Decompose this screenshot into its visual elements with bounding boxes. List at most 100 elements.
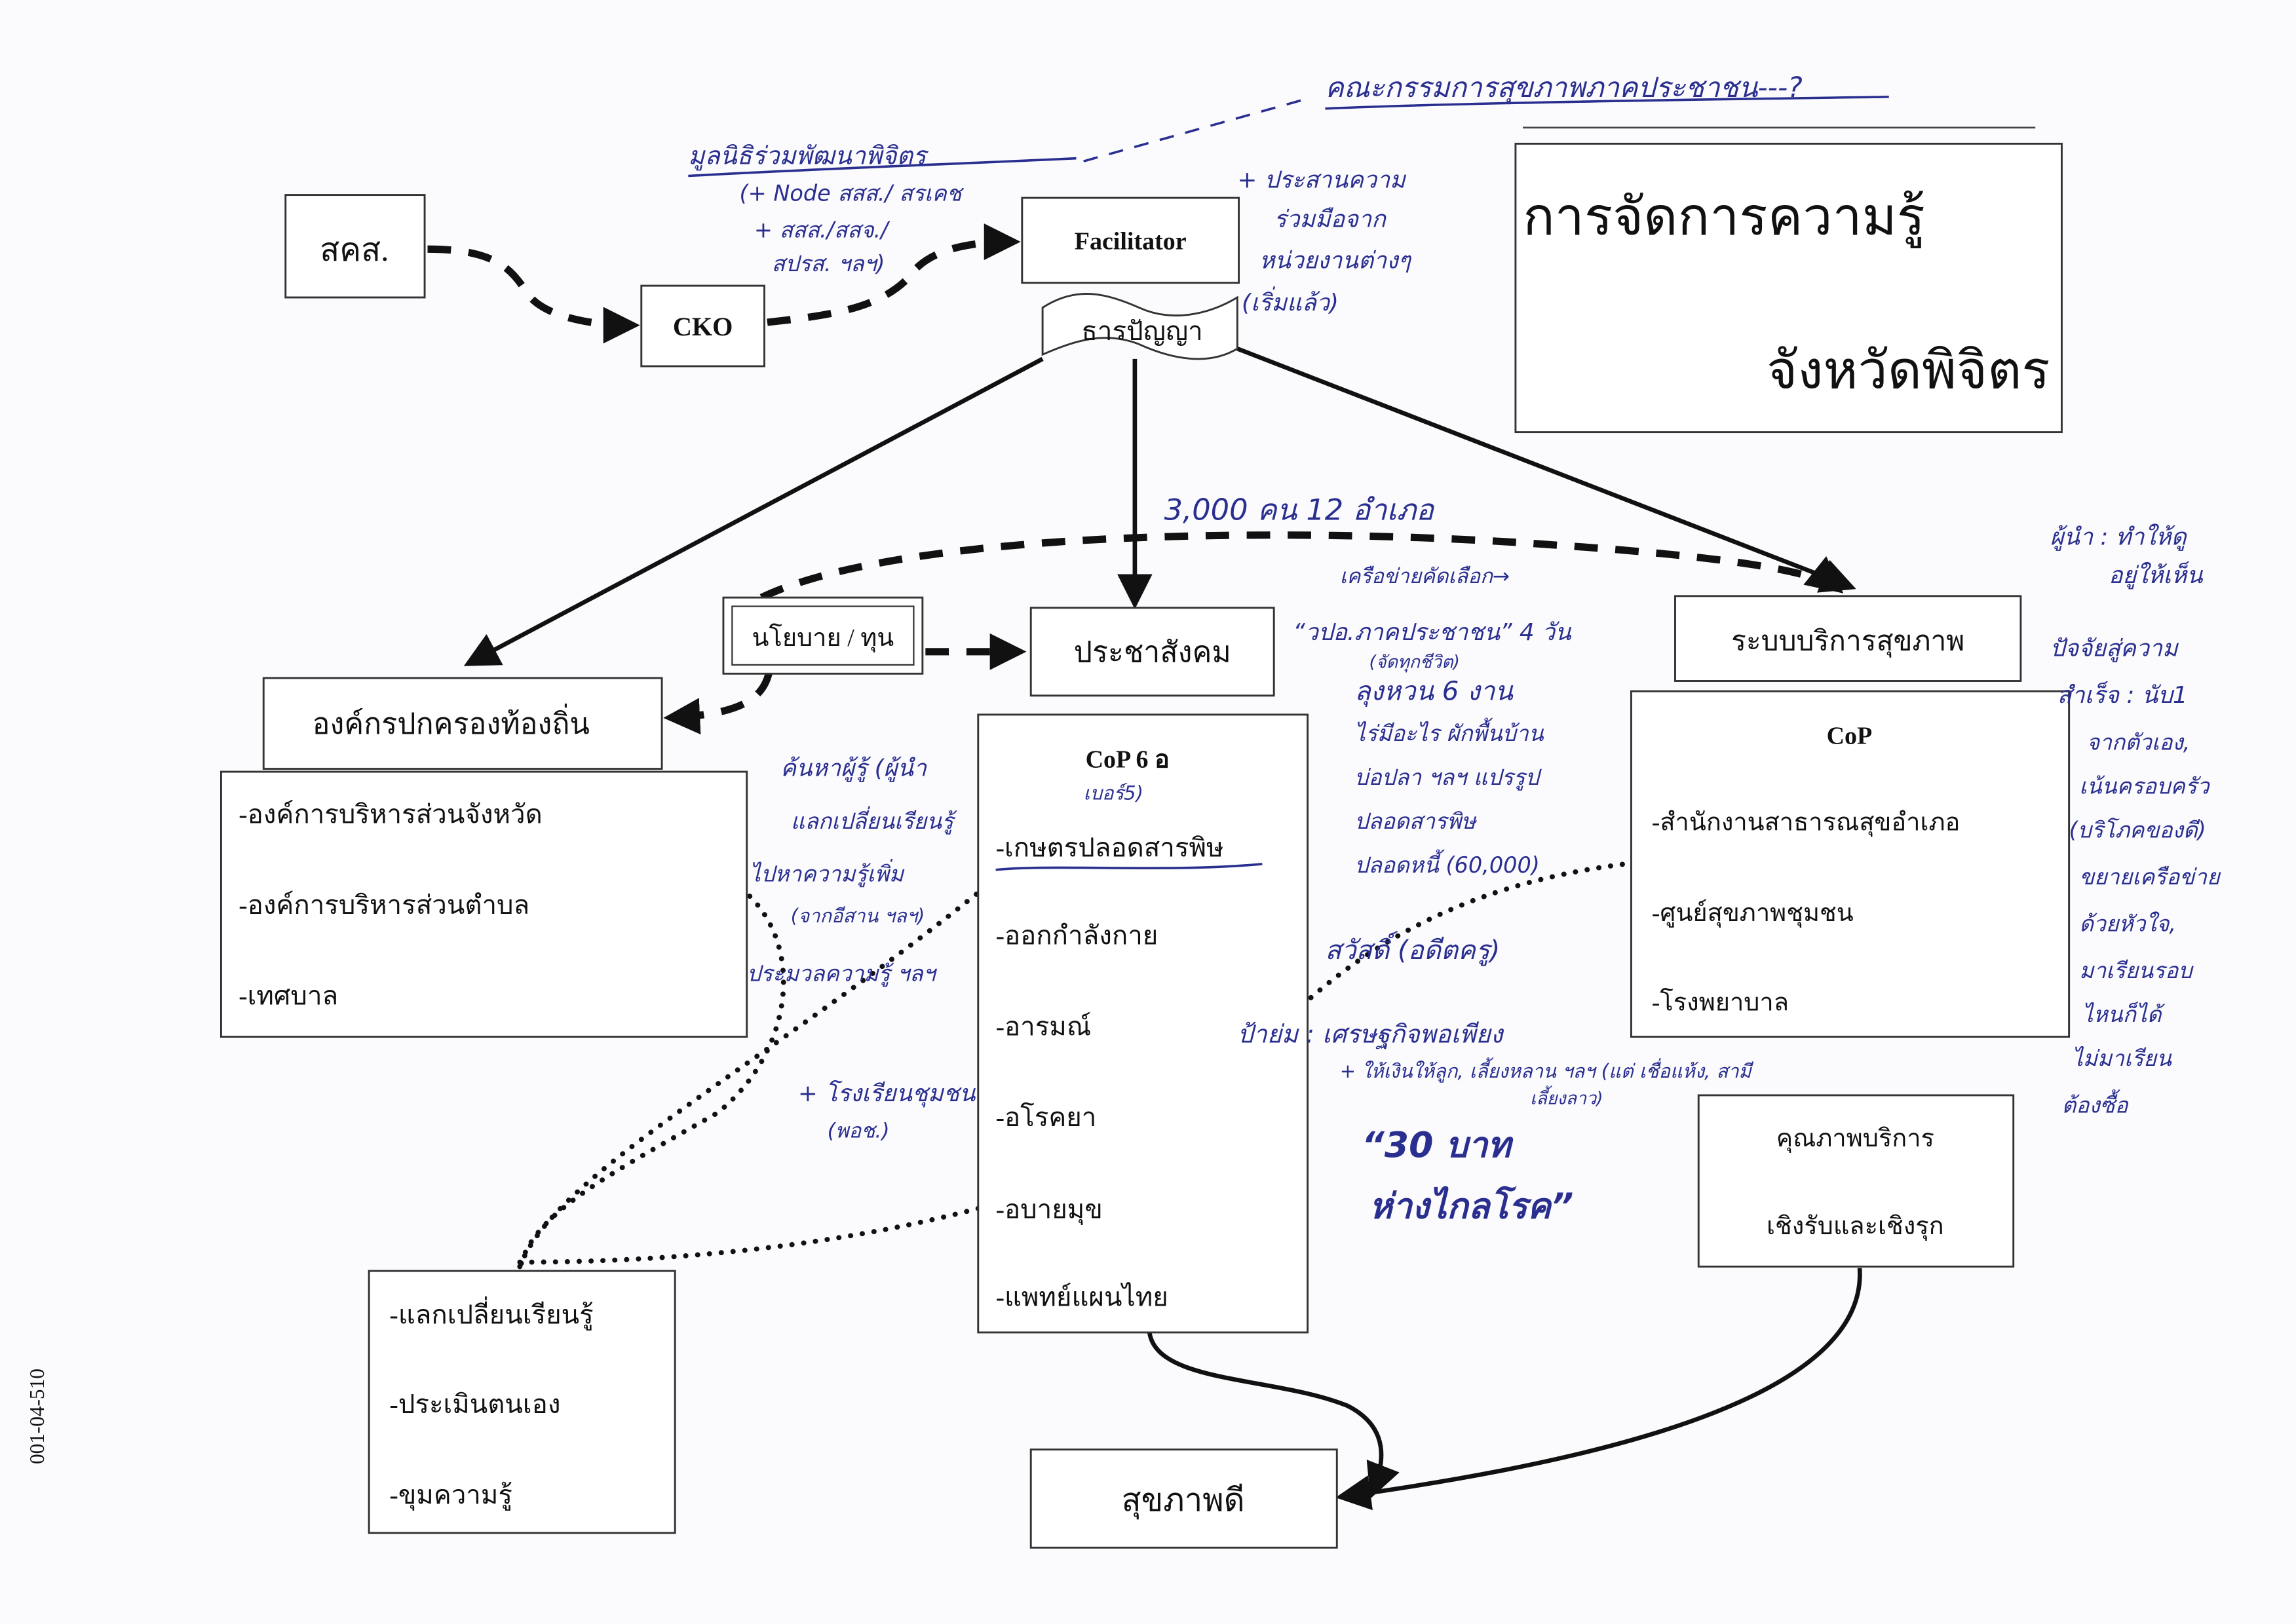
- node-tharnpanya-label: ธารปัญญา: [1081, 316, 1202, 346]
- node-policy-fund: นโยบาย / ทุน: [722, 596, 924, 675]
- list-item: -องค์การบริหารส่วนจังหวัด: [239, 799, 543, 829]
- note-uncle: ลุงหวน 6 งาน: [1354, 677, 1514, 708]
- arrow-policy-localgov: [663, 672, 773, 735]
- cop-health-box: CoP -สำนักงานสาธารณสุขอำเภอ -ศูนย์สุขภาพ…: [1630, 690, 2071, 1038]
- cop6-box: CoP 6 อ -เกษตรปลอดสารพิษ -ออกกำลังกาย -อ…: [977, 713, 1309, 1334]
- note-success-7: ด้วยหัวใจ,: [2079, 911, 2176, 937]
- list-item: -โรงพยาบาล: [1652, 987, 1789, 1016]
- node-civil-society-label: ประชาสังคม: [1074, 635, 1231, 668]
- list-item: -แลกเปลี่ยนเรียนรู้: [389, 1296, 593, 1331]
- node-good-health: สุขภาพดี: [1029, 1448, 1338, 1549]
- list-item: -ประเมินตนเอง: [389, 1389, 560, 1419]
- arrow-cop-goodhealth: [1147, 1332, 1400, 1499]
- note-course: “วปอ.ภาคประชาชน” 4 วัน: [1293, 619, 1572, 646]
- note-success-9: ไหนก็ได้: [2082, 1002, 2166, 1027]
- arrow-quality-goodhealth: [1335, 1268, 1862, 1511]
- note-uncle-2: ไร่มีอะไร ผักพื้นบ้าน: [1354, 717, 1544, 746]
- note-success-11: ต้องซื้อ: [2061, 1089, 2129, 1118]
- arrow-cko-facilitator: [767, 223, 1021, 326]
- note-school: + โรงเรียนชุมชน: [798, 1080, 976, 1108]
- note-seek: ไปหาความรู้เพิ่ม: [750, 859, 905, 888]
- note-success-8: มาเรียนรอบ: [2079, 958, 2194, 983]
- list-item: -สำนักงานสาธารณสุขอำเภอ: [1652, 808, 1961, 837]
- node-facilitator: Facilitator: [1021, 197, 1240, 284]
- note-exchange: แลกเปลี่ยนเรียนรู้: [791, 806, 957, 835]
- list-item: -อโรคยา: [996, 1103, 1097, 1132]
- note-coop-2: ร่วมมือจาก: [1274, 206, 1387, 233]
- node-health-service-label: ระบบบริการสุขภาพ: [1731, 626, 1964, 658]
- note-foundation-4: สปรส. ฯลฯ): [772, 251, 885, 276]
- list-item: -อารมณ์: [996, 1011, 1092, 1041]
- node-good-health-label: สุขภาพดี: [1122, 1482, 1245, 1520]
- note-success-6: ขยายเครือข่าย: [2079, 864, 2221, 890]
- note-seek-2: (จากอีสาน ฯลฯ): [791, 905, 925, 927]
- note-uncle-5: ปลอดหนี้ (60,000): [1354, 849, 1540, 878]
- note-slogan-2: ห่างไกลโรค”: [1369, 1186, 1573, 1227]
- service-quality-line2: เชิงรับและเชิงรุก: [1767, 1213, 1944, 1241]
- note-success: ปัจจัยสู่ความ: [2050, 635, 2179, 663]
- handwritten-notes: คณะกรรมการสุขภาพภาคประชาชน---? มูลนิธิร่…: [688, 72, 2221, 1227]
- note-leader-2: อยู่ให้เห็น: [2109, 561, 2204, 590]
- list-item: -ขุมความรู้: [389, 1480, 512, 1511]
- list-item: -ศูนย์สุขภาพชุมชน: [1652, 899, 1854, 928]
- title-box: การจัดการความรู้ จังหวัดพิจิตร: [1514, 126, 2063, 434]
- list-item: -เกษตรปลอดสารพิษ: [996, 833, 1224, 863]
- note-coop-4: (เริ่มแล้ว): [1242, 286, 1339, 316]
- note-leader: ผู้นำ : ทำให้ดู: [2050, 523, 2188, 552]
- side-code: 001-04-510: [26, 1369, 48, 1464]
- list-item: -แพทย์แผนไทย: [996, 1283, 1168, 1312]
- node-civil-society: ประชาสังคม: [1029, 607, 1275, 697]
- note-uncle-4: ปลอดสารพิษ: [1354, 808, 1477, 834]
- service-quality-box: คุณภาพบริการ เชิงรับและเชิงรุก: [1697, 1094, 2015, 1268]
- note-sawat: สวัสดิ์ (อดีตครู): [1325, 931, 1500, 966]
- note-search: ค้นหาผู้รู้ (ผู้นำ: [780, 755, 927, 783]
- note-success-10: ไม่มาเรียน: [2072, 1046, 2172, 1071]
- title-line1: การจัดการความรู้: [1523, 188, 1925, 248]
- title-line2: จังหวัดพิจิตร: [1767, 342, 2050, 400]
- note-success-4: เน้นครอบครัว: [2079, 774, 2211, 799]
- node-local-gov: องค์กรปกครองท้องถิ่น: [262, 677, 663, 770]
- note-foundation-3: + สสส./สสจ./: [754, 217, 890, 242]
- arrow-skas-cko: [427, 245, 640, 344]
- note-coop-1: + ประสานความ: [1237, 166, 1407, 193]
- note-uncle-3: บ่อปลา ฯลฯ แปรรูป: [1354, 765, 1542, 791]
- list-item: -องค์การบริหารส่วนตำบล: [239, 890, 529, 920]
- note-payom-3: เลี้ยงลาว): [1530, 1085, 1603, 1108]
- arrow-policy-health: [759, 531, 1844, 601]
- note-network: เครือข่ายคัดเลือก→: [1340, 565, 1510, 588]
- node-policy-fund-label: นโยบาย / ทุน: [752, 623, 894, 652]
- node-cko-label: CKO: [673, 312, 733, 341]
- note-search-2: เบอร์5): [1084, 782, 1143, 804]
- note-people: 3,000 คน 12 อำเภอ: [1164, 493, 1436, 527]
- note-foundation-2: (+ Node สสส./ สรเคช: [740, 181, 965, 206]
- node-facilitator-label: Facilitator: [1075, 227, 1187, 255]
- node-local-gov-label: องค์กรปกครองท้องถิ่น: [313, 704, 590, 740]
- dotted-link-1: [517, 894, 786, 1274]
- note-compile: ประมวลความรู้ ฯลฯ: [747, 961, 938, 987]
- node-tharnpanya: ธารปัญญา: [1041, 293, 1238, 360]
- node-skas-label: สคส.: [320, 232, 389, 268]
- note-coop-3: หน่วยงานต่างๆ: [1259, 247, 1412, 274]
- note-payom-2: + ให้เงินให้ลูก, เลี้ยงหลาน ฯลฯ (แต่ เชื…: [1340, 1057, 1754, 1083]
- service-quality-line1: คุณภาพบริการ: [1776, 1125, 1934, 1153]
- cop6-title: CoP 6 อ: [1086, 746, 1170, 773]
- note-success-3: จากตัวเอง,: [2086, 730, 2190, 755]
- note-slogan: “30 บาท: [1362, 1124, 1514, 1165]
- note-school-2: (พอช.): [828, 1120, 890, 1143]
- arrow-tharn-localgov: [463, 356, 1044, 666]
- list-item: -เทศบาล: [239, 981, 338, 1010]
- cop-health-title: CoP: [1827, 723, 1873, 750]
- node-health-service: ระบบบริการสุขภาพ: [1674, 595, 2022, 682]
- node-cko: CKO: [640, 284, 765, 368]
- arrow-tharn-health: [1236, 347, 1856, 593]
- note-course-2: (จัดทุกชีวิต): [1369, 652, 1460, 672]
- note-success-5: (บริโภคของดี): [2069, 818, 2206, 843]
- note-success-2: สำเร็จ : นับ1: [2057, 681, 2188, 709]
- node-skas: สคส.: [284, 194, 426, 299]
- list-item: -อบายมุข: [996, 1195, 1103, 1226]
- note-payom: ป้าย่ม : เศรษฐกิจพอเพียง: [1237, 1019, 1504, 1049]
- local-gov-list: -องค์การบริหารส่วนจังหวัด -องค์การบริหาร…: [220, 770, 748, 1038]
- list-item: -ออกกำลังกาย: [996, 921, 1158, 951]
